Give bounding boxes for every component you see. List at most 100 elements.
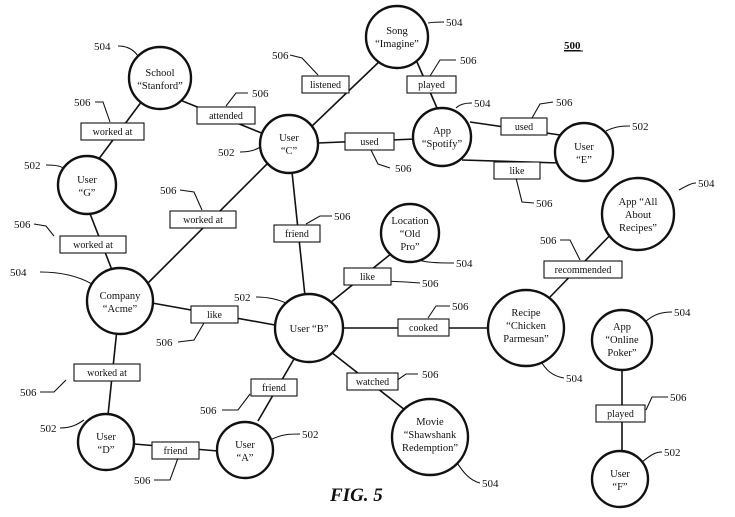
node-label-line: Movie bbox=[416, 417, 444, 428]
node-circle bbox=[379, 202, 441, 264]
edge-label-text: used bbox=[360, 137, 378, 148]
node-circle bbox=[600, 176, 676, 252]
ref-numeral: 506 bbox=[536, 198, 553, 210]
leader-attended bbox=[225, 92, 248, 107]
ref-numeral: 504 bbox=[674, 307, 691, 319]
node-circle bbox=[258, 113, 320, 175]
edge-label-worked-at-g2: worked at 506 bbox=[14, 219, 127, 254]
node-label-line: “G” bbox=[79, 188, 96, 199]
node-label-line: Location bbox=[391, 216, 429, 227]
edge-label-friend-cb: friend 506 bbox=[273, 211, 351, 243]
leader-friend-cb bbox=[305, 215, 332, 225]
leader-user-a bbox=[269, 433, 301, 441]
ref-numeral: 506 bbox=[540, 235, 557, 247]
edge-label-text: like bbox=[360, 272, 376, 283]
ref-numeral: 502 bbox=[218, 147, 235, 159]
node-circle bbox=[215, 420, 275, 480]
edge-label-worked-at-c: worked at 506 bbox=[160, 185, 237, 229]
ref-numeral: 506 bbox=[252, 88, 269, 100]
edge-label-worked-at-d: worked at 506 bbox=[20, 363, 141, 399]
edge-label-text: friend bbox=[262, 383, 286, 394]
node-label-line: Pro” bbox=[400, 242, 420, 253]
leader-cooked bbox=[427, 305, 450, 319]
node-label-line: User bbox=[235, 440, 255, 451]
leader-worked-at-g2 bbox=[33, 223, 55, 237]
edge-label-box bbox=[151, 441, 200, 460]
edge-label-text: like bbox=[510, 166, 526, 177]
edge-label-like-e: like 506 bbox=[493, 161, 553, 210]
ref-numeral: 506 bbox=[20, 387, 37, 399]
node-user-g: User “G” 502 bbox=[24, 154, 118, 216]
edge-label-friend-da: friend 506 bbox=[134, 441, 200, 487]
node-label-line: User bbox=[96, 432, 116, 443]
node-label-line: App bbox=[613, 322, 631, 333]
node-label-line: User bbox=[279, 133, 299, 144]
node-circle bbox=[590, 308, 654, 372]
node-label-line: “Online bbox=[605, 335, 639, 346]
edge-label-box bbox=[80, 122, 145, 141]
ref-numeral: 506 bbox=[422, 369, 439, 381]
edge-label-box bbox=[301, 75, 350, 94]
ref-numeral: 506 bbox=[156, 337, 173, 349]
node-movie-shawshank: Movie “Shawshank Redemption” 504 bbox=[390, 397, 499, 490]
leader-listened bbox=[289, 54, 319, 76]
node-label-line: “Chicken bbox=[506, 321, 546, 332]
edge-label-text: worked at bbox=[87, 368, 127, 379]
edge-label-worked-at-g: worked at 506 bbox=[74, 97, 145, 141]
edge-label-text: worked at bbox=[93, 127, 133, 138]
leader-app-all-about bbox=[678, 182, 697, 191]
leader-poker bbox=[644, 311, 673, 323]
node-label-line: Song bbox=[386, 26, 408, 37]
leader-user-c bbox=[239, 145, 263, 153]
edge-label-attended: attended 506 bbox=[196, 88, 269, 125]
edge-label-text: used bbox=[515, 122, 533, 133]
node-circle bbox=[56, 154, 118, 216]
edge-label-like-location: like 506 bbox=[343, 267, 439, 290]
edge-label-text: watched bbox=[356, 377, 389, 388]
edge-lines bbox=[86, 57, 623, 453]
edge-label-text: like bbox=[207, 310, 223, 321]
node-school-stanford: School “Stanford” 504 bbox=[94, 41, 193, 111]
leader-used-e bbox=[531, 101, 554, 119]
node-label-line: Redemption” bbox=[402, 443, 458, 454]
ref-numeral: 506 bbox=[272, 50, 289, 62]
edge-label-text: recommended bbox=[555, 265, 612, 276]
edge-label-text: attended bbox=[209, 111, 243, 122]
edge-label-played-song: played 506 bbox=[406, 55, 477, 94]
edge-label-box bbox=[343, 267, 392, 286]
leader-user-e bbox=[605, 125, 631, 132]
node-label-line: App “All bbox=[619, 197, 658, 208]
node-label-line: “E” bbox=[576, 155, 592, 166]
node-label-line: Company bbox=[100, 291, 142, 302]
node-location-old-pro: Location “Old Pro” 504 bbox=[379, 202, 473, 270]
node-label-line: “Spotify” bbox=[422, 139, 463, 150]
node-label-line: About bbox=[625, 210, 651, 221]
leader-watched bbox=[395, 373, 418, 382]
leader-used-spotify bbox=[369, 147, 391, 169]
ref-numeral: 506 bbox=[14, 219, 31, 231]
ref-numeral: 502 bbox=[234, 292, 251, 304]
ref-numeral: 502 bbox=[632, 121, 649, 133]
ref-numeral: 506 bbox=[670, 392, 687, 404]
node-app-spotify: App “Spotify” 504 bbox=[411, 98, 491, 168]
leader-recommended bbox=[560, 239, 581, 261]
node-app-all-about-recipes: App “All About Recipes” 504 bbox=[600, 176, 715, 252]
edge-label-like-acme: like 506 bbox=[156, 305, 239, 349]
leader-company bbox=[39, 271, 93, 285]
ref-numeral: 502 bbox=[24, 160, 41, 172]
leader-like-acme bbox=[177, 322, 205, 343]
ref-numeral: 506 bbox=[422, 278, 439, 290]
edge-label-cooked: cooked 506 bbox=[397, 301, 469, 337]
edge-label-box bbox=[595, 404, 646, 423]
edge-label-box bbox=[397, 318, 450, 337]
edge-label-box bbox=[346, 372, 399, 391]
node-label-line: “C” bbox=[281, 146, 298, 157]
node-user-b: User “B” 502 bbox=[234, 292, 345, 364]
node-user-a: User “A” 502 bbox=[215, 420, 319, 480]
edge-label-box bbox=[250, 378, 298, 397]
node-recipe-chicken-parmesan: Recipe “Chicken Parmesan” 504 bbox=[486, 288, 583, 385]
node-label-line: Recipe bbox=[511, 308, 540, 319]
ref-numeral: 506 bbox=[556, 97, 573, 109]
node-label-line: User “B” bbox=[290, 324, 329, 335]
node-label-line: “Old bbox=[400, 229, 421, 240]
